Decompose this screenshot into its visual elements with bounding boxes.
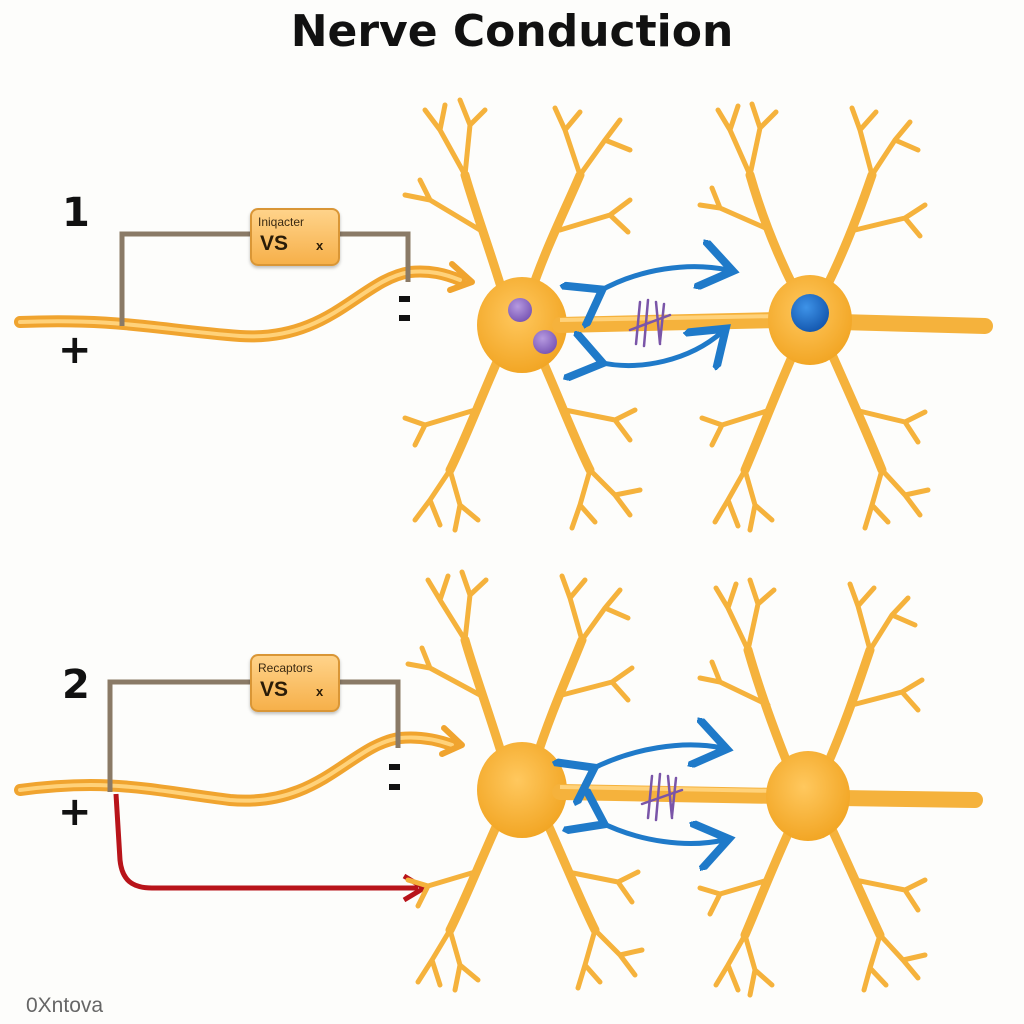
soma-2b	[766, 751, 850, 841]
neuron-2a	[405, 569, 645, 993]
signal-arrow-lower-1	[598, 332, 722, 365]
meter-label-2: Recaptors	[258, 661, 313, 675]
axon-1b-out	[832, 314, 993, 334]
signal-arrow-upper-2	[590, 745, 722, 770]
meter-1: Iniqacter VS x	[250, 208, 340, 266]
signal-arrow-upper-1	[598, 267, 728, 292]
nucleus-purple-2	[533, 330, 557, 354]
fiber-arrowhead-2	[439, 725, 465, 757]
panel-number-1: 1	[62, 190, 90, 236]
red-pathway-arrow	[113, 793, 418, 891]
panel-number-2: 2	[62, 662, 90, 708]
meter-value-2: VS	[260, 678, 289, 701]
neuron-1b	[697, 101, 931, 533]
axon-2b-out	[832, 790, 983, 808]
panel-1	[14, 97, 993, 533]
nucleus-purple-1	[508, 298, 532, 322]
minus-electrode-1	[399, 296, 410, 302]
plus-sign-1: +	[58, 327, 92, 373]
meter-x-2: x	[316, 684, 324, 699]
meter-2: Recaptors VS x	[250, 654, 340, 712]
meter-x-1: x	[316, 238, 324, 253]
panel-2	[14, 569, 983, 998]
nucleus-blue-1	[791, 294, 829, 332]
soma-2a	[477, 742, 567, 838]
watermark: 0Xntova	[26, 994, 104, 1017]
neuron-2b	[697, 577, 928, 998]
meter-value-1: VS	[260, 232, 289, 255]
signal-arrow-lower-2	[600, 822, 724, 843]
minus-electrode-2	[389, 764, 400, 770]
fiber-arrowhead-1	[447, 261, 475, 293]
meter-label-1: Iniqacter	[258, 215, 305, 229]
plus-sign-2: +	[58, 789, 92, 835]
neuron-1a	[402, 97, 643, 533]
diagram-title: Nerve Conduction	[290, 6, 734, 57]
